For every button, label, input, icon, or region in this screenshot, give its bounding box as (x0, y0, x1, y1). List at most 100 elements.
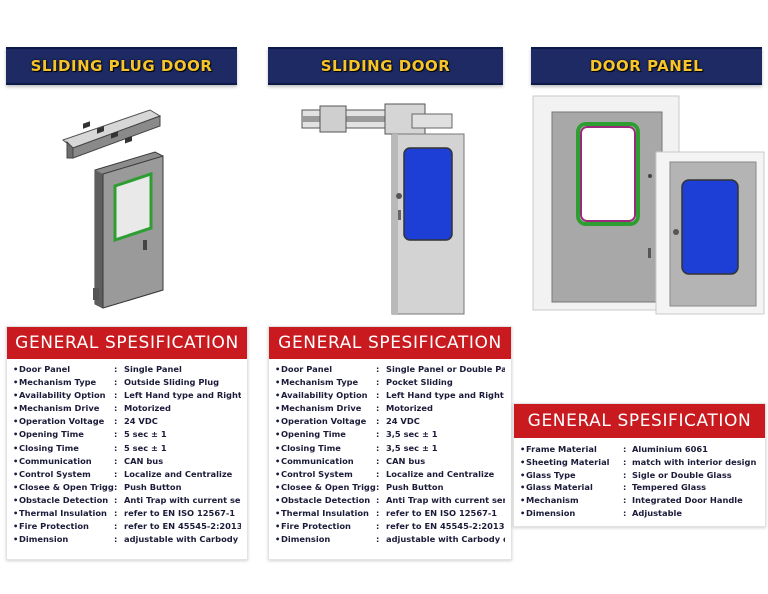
spec-key: Mechanism Type (13, 376, 114, 389)
spec-key: Control System (275, 468, 376, 481)
spec-row: Communication:CAN bus (275, 455, 505, 468)
spec-colon: : (114, 377, 118, 388)
spec-key: Closee & Open Trigger (275, 481, 376, 494)
spec-row: Closee & Open Trigger:Push Button (13, 481, 241, 494)
spec-key: Dimension (13, 533, 114, 546)
spec-row: Dimension:adjustable with Carbody dimens… (275, 533, 505, 546)
spec-row: Mechanism Drive:Motorized (275, 402, 505, 415)
spec-key: Dimension (520, 507, 623, 520)
spec-key: Communication (275, 455, 376, 468)
spec-value: Sigle or Double Glass (632, 469, 732, 480)
spec-value: Anti Trap with current sensor (386, 494, 505, 505)
spec-box-door-panel: GENERAL SPESIFICATION Frame Material:Alu… (513, 403, 766, 527)
spec-row: Closee & Open Trigger:Push Button (275, 481, 505, 494)
spec-colon: : (114, 468, 118, 479)
spec-key: Thermal Insulation (275, 507, 376, 520)
spec-row: Operation Voltage:24 VDC (275, 415, 505, 428)
banner-title: SLIDING PLUG DOOR (30, 57, 213, 75)
spec-value: 3,5 sec ± 1 (386, 442, 438, 453)
spec-key: Thermal Insulation (13, 507, 114, 520)
banner-sliding-plug-door: SLIDING PLUG DOOR (6, 47, 237, 85)
spec-key: Operation Voltage (13, 415, 114, 428)
spec-key: Closing Time (13, 442, 114, 455)
spec-key: Closing Time (275, 442, 376, 455)
spec-colon: : (114, 494, 118, 505)
spec-value: Tempered Glass (632, 482, 707, 493)
spec-colon: : (376, 521, 380, 532)
spec-row: Operation Voltage:24 VDC (13, 415, 241, 428)
spec-key: Opening Time (275, 428, 376, 441)
spec-colon: : (623, 444, 627, 454)
door-panel-image (532, 95, 765, 315)
spec-row: Obstacle Detection:Anti Trap with curren… (275, 494, 505, 507)
spec-colon: : (376, 377, 380, 388)
spec-colon: : (376, 390, 380, 401)
spec-value: Aluminium 6061 (632, 444, 708, 454)
spec-value: Motorized (124, 403, 171, 414)
spec-value: Localize and Centralize (386, 468, 495, 479)
spec-colon: : (376, 455, 380, 466)
spec-value: Push Button (124, 481, 182, 492)
spec-row: Closing Time:5 sec ± 1 (13, 442, 241, 455)
spec-row: Thermal Insulation:refer to EN ISO 12567… (275, 507, 505, 520)
spec-value: adjustable with Carbody dimension (386, 534, 505, 545)
spec-row: Sheeting Material:match with interior de… (520, 456, 759, 469)
spec-colon: : (376, 534, 380, 545)
spec-colon: : (114, 364, 118, 374)
spec-row: Mechanism Type: Pocket Sliding (275, 376, 505, 389)
spec-value: refer to EN 45545-2:2013+A1:2015 (386, 521, 505, 532)
spec-key: Communication (13, 455, 114, 468)
spec-colon: : (623, 507, 627, 518)
spec-row: Control System: Localize and Centralize (13, 468, 241, 481)
spec-value: Motorized (386, 403, 433, 414)
spec-value: Adjustable (632, 507, 683, 518)
spec-colon: : (376, 468, 380, 479)
spec-colon: : (114, 390, 118, 401)
spec-row: Availability Option: Left Hand type and R… (13, 389, 241, 402)
spec-row: Frame Material: Aluminium 6061 (520, 443, 759, 456)
spec-colon: : (376, 364, 380, 374)
spec-key: Frame Material (520, 443, 623, 456)
sliding-plug-door-image (61, 109, 164, 309)
spec-row: Communication:CAN bus (13, 455, 241, 468)
spec-row: Closing Time:3,5 sec ± 1 (275, 442, 505, 455)
spec-colon: : (623, 456, 627, 467)
spec-colon: : (114, 403, 118, 414)
banner-title: DOOR PANEL (589, 57, 704, 75)
spec-colon: : (114, 521, 118, 532)
spec-value: Localize and Centralize (124, 468, 233, 479)
spec-key: Fire Protection (275, 520, 376, 533)
spec-key: Mechanism (520, 494, 623, 507)
spec-value: 24 VDC (124, 416, 158, 427)
spec-key: Door Panel (13, 363, 114, 376)
spec-key: Obstacle Detection (275, 494, 376, 507)
sliding-door-image (301, 103, 465, 315)
spec-key: Operation Voltage (275, 415, 376, 428)
spec-value: Left Hand type and Right Hand Type (124, 390, 241, 401)
spec-list: Door Panel:Single PanelMechanism Type:Ou… (7, 359, 247, 546)
spec-key: Mechanism Type (275, 376, 376, 389)
spec-value: 24 VDC (386, 416, 420, 427)
spec-key: Closee & Open Trigger (13, 481, 114, 494)
spec-row: Fire Protection:refer to EN 45545-2:2013… (13, 520, 241, 533)
spec-value: adjustable with Carbody dimension (124, 534, 241, 545)
spec-value: Pocket Sliding (386, 377, 453, 388)
spec-row: Opening Time:5 sec ± 1 (13, 428, 241, 441)
spec-colon: : (114, 455, 118, 466)
spec-row: Mechanism:Integrated Door Handle (520, 494, 759, 507)
spec-key: Control System (13, 468, 114, 481)
spec-row: Glass Material:Tempered Glass (520, 481, 759, 494)
spec-key: Availability Option (275, 389, 376, 402)
spec-row: Door Panel:Single Panel (13, 363, 241, 376)
spec-value: Anti Trap with current sensor (124, 494, 241, 505)
banner-sliding-door: SLIDING DOOR (268, 47, 503, 85)
spec-row: Dimension:adjustable with Carbody dimens… (13, 533, 241, 546)
spec-key: Availability Option (13, 389, 114, 402)
spec-row: Glass Type:Sigle or Double Glass (520, 469, 759, 482)
spec-row: Mechanism Type:Outside Sliding Plug (13, 376, 241, 389)
spec-row: Dimension: Adjustable (520, 507, 759, 520)
spec-row: Availability Option:Left Hand type and R… (275, 389, 505, 402)
spec-colon: : (623, 469, 627, 480)
spec-colon: : (114, 429, 118, 440)
spec-row: Fire Protection: refer to EN 45545-2:2013… (275, 520, 505, 533)
